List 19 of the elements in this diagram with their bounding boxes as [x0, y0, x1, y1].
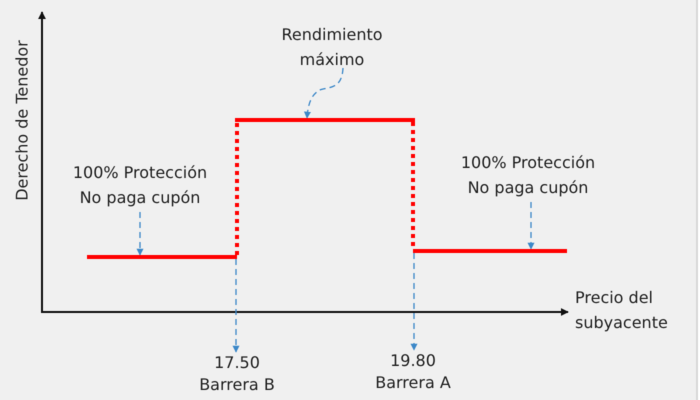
connector-line	[411, 122, 415, 249]
annotation-text: Rendimiento máximo	[262, 22, 402, 74]
payoff-segment	[87, 255, 237, 259]
leader-arrow	[232, 259, 240, 353]
barrier-name: Barrera A	[374, 372, 452, 394]
leader-arrow	[136, 212, 144, 256]
annotation-text: 100% Protección No paga cupón	[450, 150, 606, 202]
leader-arrow	[410, 253, 418, 351]
axis-label: Derecho de Tenedor	[12, 39, 32, 203]
annotation-text: 100% Protección No paga cupón	[62, 160, 218, 212]
barrier-value: 17.50	[213, 352, 261, 374]
barrier-value: 19.80	[389, 350, 437, 372]
leader-arrow	[304, 68, 344, 119]
payoff-segment	[235, 118, 415, 122]
connector-line	[235, 122, 239, 255]
payoff-segment	[413, 249, 567, 253]
leader-arrow	[528, 202, 534, 250]
axis-label: Precio del subyacente	[575, 287, 669, 334]
barrier-name: Barrera B	[198, 374, 276, 396]
